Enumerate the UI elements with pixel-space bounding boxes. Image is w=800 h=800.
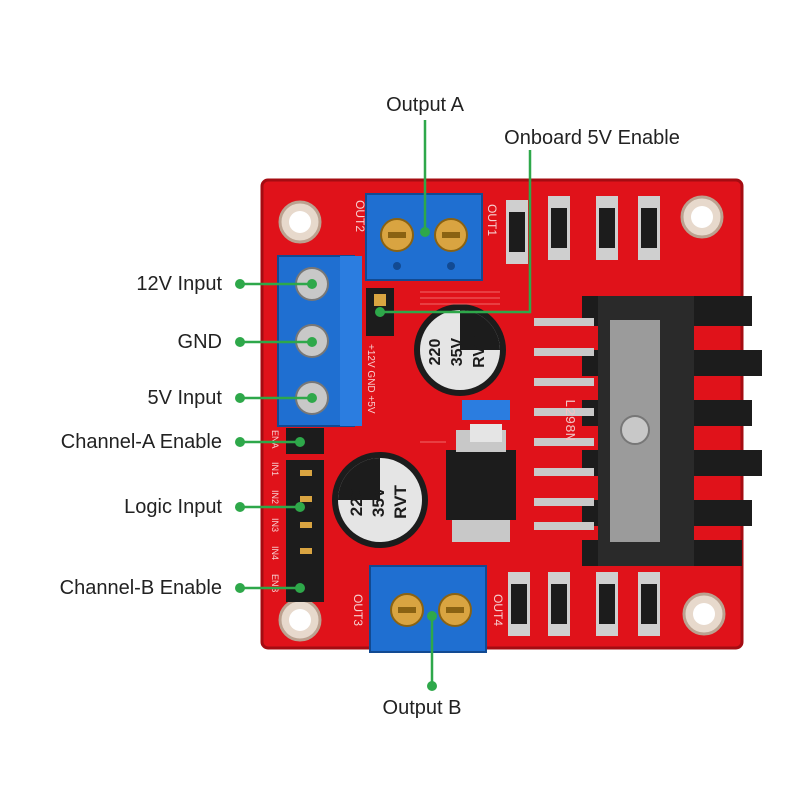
silk-out2: OUT2: [353, 200, 367, 232]
header-pins: [286, 428, 324, 602]
silk-ena: ENA: [270, 430, 280, 449]
silk-in1: IN1: [270, 462, 280, 476]
silk-in2: IN2: [270, 490, 280, 504]
heatsink: [582, 296, 762, 566]
callout-lines: [240, 120, 532, 686]
capacitor-top: [414, 304, 506, 396]
driver-chip-pins: [534, 318, 594, 530]
silk-enb: ENB: [270, 574, 280, 593]
silk-out1: OUT1: [485, 204, 499, 236]
mounting-hole-bottom-right: [682, 592, 726, 636]
mounting-hole-top-right: [680, 195, 724, 239]
silk-out3: OUT3: [351, 594, 365, 626]
output-b-terminal: [369, 565, 487, 653]
diodes-top: [506, 196, 660, 264]
silk-in4: IN4: [270, 546, 280, 560]
label-output-a: Output A: [386, 94, 464, 116]
silk-power-pins: +12V GND +5V: [365, 344, 376, 414]
silk-out4: OUT4: [491, 594, 505, 626]
cap-bottom-line3: RVT: [391, 485, 410, 519]
voltage-regulator: [446, 430, 516, 542]
small-resistor: [462, 400, 510, 442]
label-gnd: GND: [177, 331, 222, 353]
cap-top-line1: 220: [427, 339, 444, 366]
diodes-bottom: [508, 572, 660, 636]
heatsink-screw-icon: [620, 415, 650, 445]
label-12v-input: 12V Input: [136, 273, 222, 295]
label-channel-a-enable: Channel-A Enable: [60, 431, 222, 453]
silk-in3: IN3: [270, 518, 280, 532]
mounting-hole-top-left: [278, 200, 322, 244]
chip-code-silkscreen: L298N: [561, 399, 577, 441]
cap-bottom-line2: 35V: [369, 486, 388, 517]
label-onboard-5v-enable: Onboard 5V Enable: [504, 127, 680, 149]
label-output-b: Output B: [382, 697, 462, 719]
cap-top-line3: RVT: [471, 336, 488, 368]
label-logic-input: Logic Input: [124, 496, 222, 518]
cap-bottom-line1: 220: [347, 488, 366, 516]
cap-top-line2: 35V: [449, 337, 466, 366]
label-5v-input: 5V Input: [147, 387, 222, 409]
capacitor-bottom: [332, 452, 428, 548]
callout-dots: [235, 227, 437, 691]
label-channel-b-enable: Channel-B Enable: [59, 577, 222, 599]
pcb-traces: [420, 291, 500, 443]
mounting-hole-bottom-left: [278, 598, 322, 642]
